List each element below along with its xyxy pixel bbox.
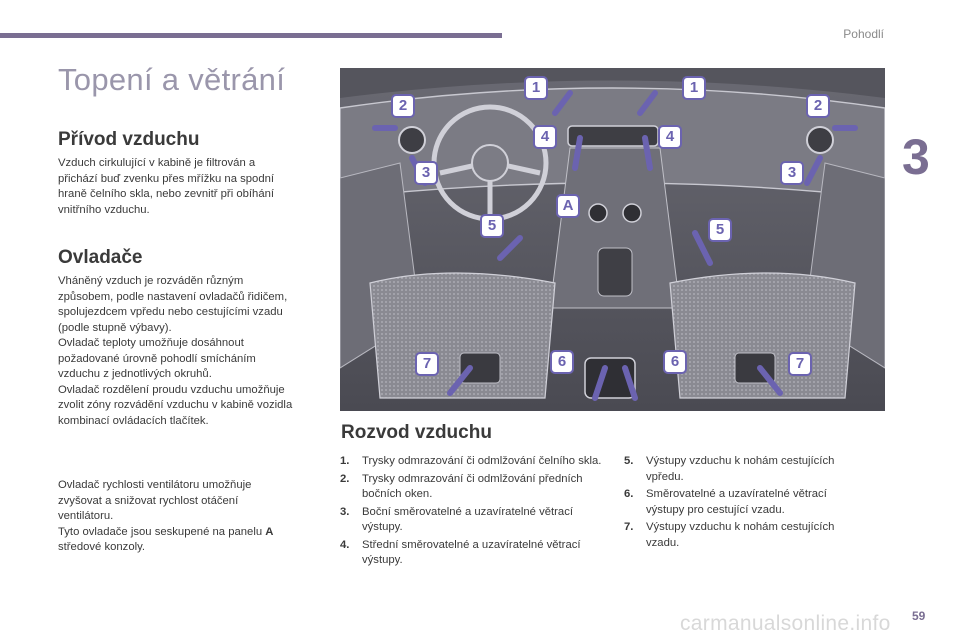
legend-text: Trysky odmrazování či odmlžování čelního… — [362, 455, 602, 467]
text-line: kombinací ovládacích tlačítek. — [58, 414, 209, 427]
text-line: zvyšovat a snižovat rychlost otáčení — [58, 494, 239, 507]
fan-speed-text: Ovladač rychlosti ventilátoru umožňuje z… — [58, 478, 320, 556]
text-line: ventilátoru. — [58, 510, 114, 522]
airflow-arrows — [372, 90, 858, 401]
chapter-number: 3 — [902, 129, 930, 185]
legend-text: Boční směrovatelné a uzavíratelné větrac… — [362, 505, 573, 534]
chapter-label: Pohodlí — [843, 27, 884, 41]
legend-number: 4. — [340, 538, 350, 551]
legend-number: 1. — [340, 455, 350, 467]
text-line: hraně čelního skla, nebo zevnitř při obí… — [58, 188, 275, 200]
text-line: středové konzoly. — [58, 541, 146, 553]
callout-badge: 4 — [658, 125, 682, 149]
air-intake-text: Vzduch cirkulující v kabině je filtrován… — [58, 156, 320, 218]
legend-item: 1. Trysky odmrazování či odmlžování čeln… — [340, 454, 602, 470]
controls-text: Vháněný vzduch je rozváděn různým způsob… — [58, 274, 320, 429]
callout-badge: 2 — [391, 94, 415, 118]
text-line: Ovladač rozdělení proudu vzduchu umožňuj… — [58, 383, 285, 396]
watermark: carmanualsonline.info — [680, 612, 891, 635]
callout-badge: 7 — [415, 352, 439, 376]
callout-badge: A — [556, 194, 580, 218]
callout-badge: 7 — [788, 352, 812, 376]
text-line: Tyto ovladače jsou seskupené na panelu A — [58, 525, 320, 541]
legend-number: 7. — [624, 521, 634, 533]
text-line: vzduchu z jednotlivých okruhů. — [58, 368, 212, 380]
text-line: zvolit zóny rozvádění vzduchu v kabině v… — [58, 399, 293, 411]
distribution-heading: Rozvod vzduchu — [341, 422, 492, 443]
controls-heading: Ovladače — [58, 247, 143, 268]
air-intake-heading: Přívod vzduchu — [58, 129, 200, 150]
legend-item: 2. Trysky odmrazování či odmlžování před… — [340, 472, 602, 503]
legend-text: Trysky odmrazování či odmlžování předníc… — [362, 472, 583, 501]
text-line: (podle stupně výbavy). — [58, 321, 172, 334]
legend-text: Výstupy vzduchu k nohám cestujících vzad… — [646, 521, 835, 549]
panel-text: Tyto ovladače jsou seskupené na panelu — [58, 525, 263, 538]
legend-text: Střední směrovatelné a uzavíratelné větr… — [362, 538, 581, 567]
legend-number: 3. — [340, 505, 350, 518]
header-bar — [0, 33, 502, 38]
legend-number: 5. — [624, 455, 634, 467]
text-line: Ovladač teploty umožňuje dosáhnout — [58, 337, 244, 349]
page-title: Topení a větrání — [58, 62, 286, 97]
legend-item: 7. Výstupy vzduchu k nohám cestujících v… — [624, 520, 864, 551]
callout-badge: 1 — [524, 76, 548, 100]
text-line: vnitřního vzduchu. — [58, 203, 150, 216]
legend-left: 1. Trysky odmrazování či odmlžování čeln… — [340, 454, 602, 571]
text-line: požadované úrovně pohodlí smícháním — [58, 352, 256, 365]
text-line: Vháněný vzduch je rozváděn různým — [58, 275, 244, 287]
legend-text: Výstupy vzduchu k nohám cestujících vpře… — [646, 455, 835, 483]
legend-item: 6. Směrovatelné a uzavíratelné větrací v… — [624, 487, 864, 518]
legend-item: 5. Výstupy vzduchu k nohám cestujících v… — [624, 454, 864, 485]
legend-text: Směrovatelné a uzavíratelné větrací výst… — [646, 488, 827, 516]
callout-badge: 3 — [780, 161, 804, 185]
callout-badge: 5 — [480, 214, 504, 238]
callout-badge: 2 — [806, 94, 830, 118]
callout-badge: 6 — [550, 350, 574, 374]
callout-badge: 3 — [414, 161, 438, 185]
legend-item: 4. Střední směrovatelné a uzavíratelné v… — [340, 538, 602, 569]
callout-badge: 5 — [708, 218, 732, 242]
panel-letter: A — [265, 525, 274, 538]
text-line: přichází buď zvenku přes mřížku na spodn… — [58, 172, 275, 185]
callout-badge: 4 — [533, 125, 557, 149]
text-line: způsobem, podle nastavení ovladačů řidič… — [58, 290, 288, 303]
legend-item: 3. Boční směrovatelné a uzavíratelné vět… — [340, 505, 602, 536]
text-line: Ovladač rychlosti ventilátoru umožňuje — [58, 479, 252, 491]
legend-number: 6. — [624, 488, 634, 500]
callout-badge: 6 — [663, 350, 687, 374]
text-line: spolujezdcem vpředu nebo cestujícími vza… — [58, 306, 283, 318]
text-line: Vzduch cirkulující v kabině je filtrován… — [58, 157, 256, 169]
legend-right: 5. Výstupy vzduchu k nohám cestujících v… — [624, 454, 864, 553]
legend-number: 2. — [340, 472, 350, 485]
page-number: 59 — [912, 609, 926, 623]
callout-badge: 1 — [682, 76, 706, 100]
